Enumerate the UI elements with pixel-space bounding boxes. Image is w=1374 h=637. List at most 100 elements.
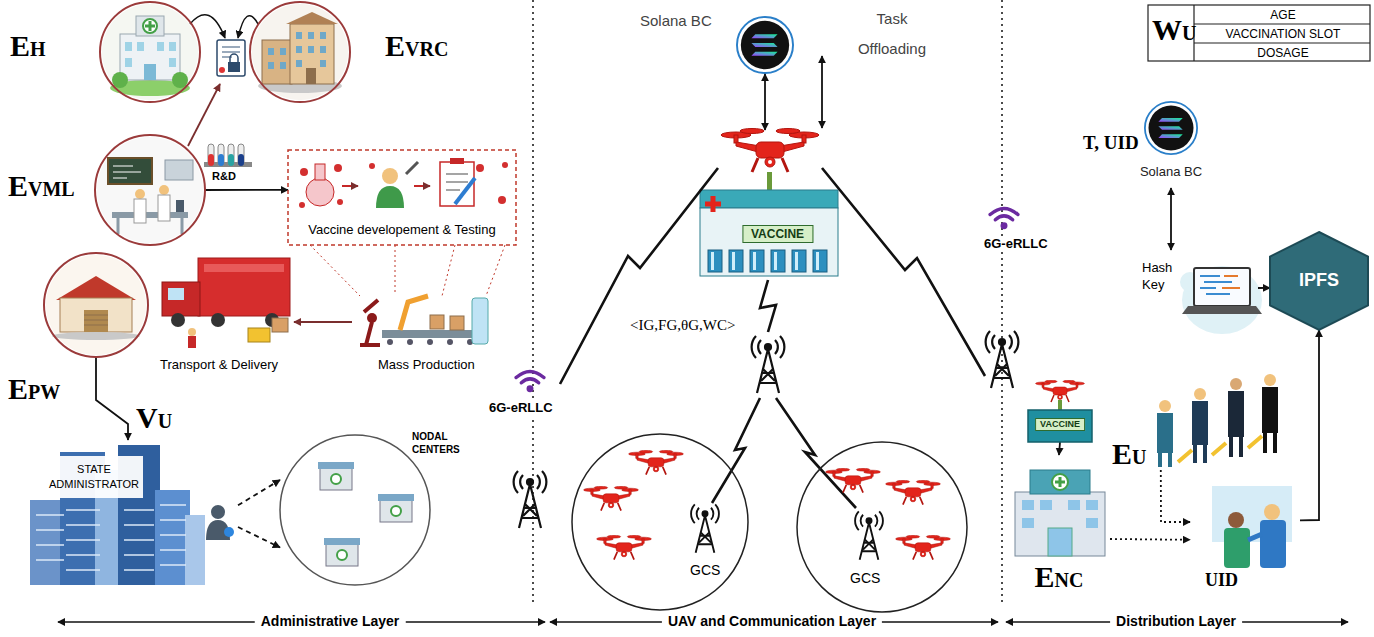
node-outline: [44, 253, 148, 357]
signal-label: <IG,FG,θG,WC>: [630, 316, 735, 334]
connector: [96, 357, 128, 440]
vaccine-carrier: [700, 172, 838, 276]
node-outline: [44, 253, 148, 357]
mass-production-icon: [387, 339, 393, 345]
vaccine-carrier: [813, 250, 827, 272]
mass-production-icon: [387, 339, 473, 345]
research-center-icon: [320, 60, 326, 67]
development-icons: [299, 158, 508, 208]
node-text: GCS: [850, 570, 880, 587]
nodal-center-buildings: [318, 462, 354, 469]
research-center-icon: [268, 32, 326, 69]
nodal-center-building: [1022, 500, 1098, 528]
layer-divider: [533, 0, 1002, 604]
mass-production-icon: [400, 296, 428, 330]
hospital-icon: [169, 58, 176, 67]
people-queue: [1231, 437, 1241, 457]
people-queue: [1265, 433, 1275, 453]
node-text: VACCINE: [1035, 418, 1085, 431]
research-center-icon: [252, 4, 348, 100]
nodal-center-building: [1086, 500, 1098, 510]
mass-production-icon: [447, 339, 453, 345]
nodal-center-building: [1015, 492, 1105, 556]
mass-production-icon: [472, 298, 488, 344]
lab-icon: [134, 199, 146, 223]
people-queue: [1195, 445, 1205, 463]
contract-icon: [228, 62, 240, 72]
city-buildings: [36, 505, 186, 570]
drone-icon: [721, 129, 819, 173]
vaccine-carrier: [711, 252, 714, 270]
vaccination-node: UID: [1190, 480, 1300, 595]
dashed-guide: [310, 245, 505, 296]
people-queue: [1178, 436, 1262, 462]
development-icons: [406, 162, 418, 174]
warehouse-icon: [84, 310, 108, 332]
hospital-icon: [143, 19, 157, 33]
node-outline: [797, 442, 967, 612]
truck-icon: [162, 282, 200, 316]
solana-logo: [1145, 102, 1197, 154]
research-center-icon: [296, 32, 302, 39]
table-cell: VACCINATION SLOT: [1198, 26, 1368, 42]
truck-icon: [198, 258, 290, 316]
laptop-icon: [1222, 276, 1240, 288]
node-text: EPW: [8, 373, 60, 408]
caption-label: Mass Production: [378, 357, 475, 373]
test-tubes: [204, 144, 252, 167]
tower-icon: [691, 504, 719, 552]
drone-icon: [584, 486, 639, 510]
vaccine-carrier: [750, 250, 764, 272]
node-text: Hash Key: [1142, 260, 1186, 294]
research-center-icon: [296, 60, 302, 67]
truck-icon: [248, 328, 270, 342]
wireless-link: [560, 168, 985, 508]
development-icons: [334, 164, 342, 172]
vaccine-carrier: [732, 252, 735, 270]
vaccination-scene: [1224, 528, 1250, 568]
hospital-icon: [102, 4, 198, 100]
vaccine-carrier: [711, 252, 819, 270]
nodal-center-building: [1040, 500, 1052, 510]
node-outline: [280, 435, 430, 585]
delivery-arrow: [294, 321, 352, 323]
laptop-icon: [1182, 306, 1262, 314]
hospital-icon: [120, 34, 180, 80]
caption-label: Task Offloading: [846, 4, 938, 64]
lab-icon: [165, 160, 193, 180]
contract-link: [238, 16, 258, 38]
table-header: WU: [1152, 14, 1196, 49]
connector: [1300, 330, 1319, 520]
city-buildings: [36, 505, 186, 570]
wifi-icon: [990, 208, 1018, 229]
node-outline: [797, 442, 967, 612]
nodal-center-building: [1086, 518, 1098, 528]
node-text: EVRC: [385, 30, 448, 65]
mass-production-icon: [367, 313, 377, 323]
research-center-icon: [296, 46, 302, 53]
dashed-guide: [486, 245, 505, 296]
warehouse-node: EPW: [44, 253, 148, 357]
people-queue: [1230, 378, 1242, 390]
network-label: 6G-eRLLC: [487, 400, 555, 416]
connector: [1258, 287, 1270, 289]
laptop-node: Hash Key: [1140, 250, 1258, 345]
node-outline: [100, 2, 200, 102]
truck-icon: [171, 313, 279, 327]
hospital-icon: [136, 16, 164, 36]
connector: [1170, 188, 1172, 250]
nodal-center-buildings: [326, 544, 358, 566]
hospital-icon: [169, 42, 176, 51]
test-tubes: [228, 154, 234, 166]
wireless-link: [560, 168, 718, 384]
vaccination-scene: [1228, 512, 1244, 528]
nodal-center-building: [1055, 477, 1065, 487]
research-center-icon: [268, 62, 274, 69]
node-outline: [250, 2, 350, 102]
connector: [205, 189, 288, 191]
test-tubes: [228, 144, 234, 166]
vaccine-lab-node: EVML: [95, 135, 205, 245]
development-box: Vaccine developement & Testing: [288, 150, 516, 245]
lab-icon: [108, 158, 152, 184]
